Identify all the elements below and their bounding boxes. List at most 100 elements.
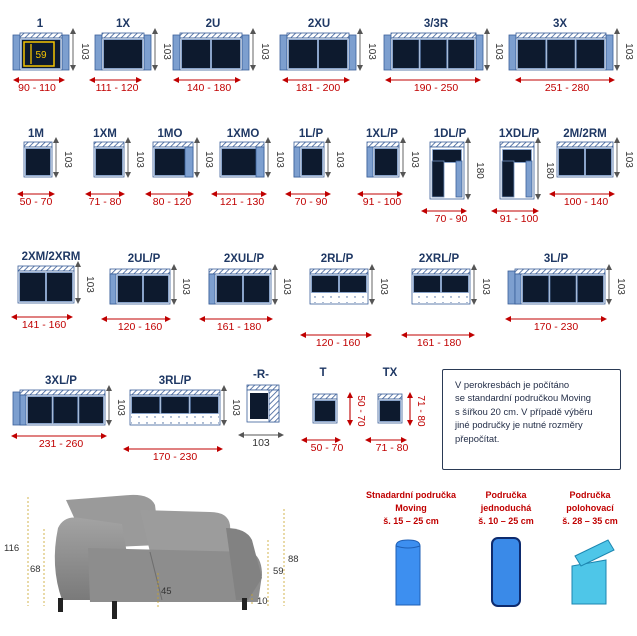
seat-cushion: [575, 39, 605, 69]
dim-total-height: 116: [4, 543, 19, 554]
backrest-hatch: [286, 32, 350, 39]
seat-cushion: [576, 275, 604, 303]
height-label: 103: [409, 151, 420, 168]
seat-cushion: [419, 39, 448, 69]
backrest-hatch: [411, 268, 471, 275]
dim-leg: 10: [257, 596, 268, 607]
seat-cushion: [19, 272, 46, 302]
width-label: 141 - 160: [22, 319, 67, 331]
note-line: se standardní područkou Moving: [455, 392, 592, 404]
backrest-hatch: [19, 32, 63, 39]
seat-depth-label: 59: [35, 50, 47, 61]
seat-cushion: [374, 148, 398, 176]
seat-cushion: [46, 272, 73, 302]
backrest-hatch: [19, 389, 106, 396]
module--r-: -R-103: [238, 369, 284, 449]
backrest-hatch: [293, 141, 325, 148]
backrest-hatch: [377, 393, 403, 400]
backrest-hatch: [109, 268, 171, 275]
seat-cushion: [78, 396, 104, 424]
height-label: 103: [79, 43, 90, 60]
module-label: 1M: [28, 128, 44, 140]
height-label: 103: [493, 43, 504, 60]
backrest-hatch: [556, 141, 614, 148]
module-label: 3X: [553, 18, 567, 30]
module-label: TX: [383, 367, 398, 379]
height-label: 103: [161, 43, 172, 60]
seat-cushion: [25, 148, 51, 176]
height-label: 103: [334, 151, 345, 168]
module-label: 2XM/2XRM: [22, 251, 81, 263]
dotted-extension: [131, 414, 219, 424]
armrest-flap: [574, 539, 615, 567]
dotted-extension: [311, 293, 367, 303]
dim-depth-seat: 59: [273, 566, 284, 577]
armrest-block: [172, 34, 181, 71]
seat-cushion: [301, 148, 323, 176]
height-label: 50 - 70: [355, 395, 366, 427]
seat-cushion: [339, 275, 367, 293]
width-label: 70 - 90: [295, 196, 328, 208]
seat-cushion: [131, 396, 161, 414]
module-label: T: [319, 367, 326, 379]
width-label: 90 - 110: [18, 82, 56, 94]
seat-cushion: [432, 149, 462, 163]
backrest-hatch: [309, 268, 369, 275]
note-line: jiné područky je nutné rozměry: [455, 419, 583, 431]
height-label: 103: [615, 278, 626, 295]
side-panel: [293, 146, 301, 178]
leg-front: [112, 601, 117, 619]
leg-right: [242, 598, 247, 610]
armrest-width: š. 15 – 25 cm: [383, 516, 439, 526]
side-panel: [19, 394, 27, 426]
height-label: 103: [230, 399, 241, 416]
armrest-block: [12, 391, 21, 426]
module-label: 3L/P: [544, 253, 569, 265]
height-label: 103: [203, 151, 214, 168]
side-panel: [184, 146, 194, 178]
seat-depth-box: [23, 41, 55, 67]
module-label: 3/3R: [424, 18, 449, 30]
width-label: 140 - 180: [187, 82, 232, 94]
side-panel: [109, 273, 117, 305]
width-label: 91 - 100: [363, 196, 402, 208]
seat-cushion: [181, 39, 211, 69]
seat-cushion: [216, 275, 243, 303]
backrest-hatch: [499, 141, 535, 148]
seat-seam: [149, 551, 163, 601]
chaise-side: [455, 160, 463, 198]
width-label: 161 - 180: [417, 337, 462, 349]
seat-cushion: [413, 275, 441, 293]
width-label: 50 - 70: [20, 196, 53, 208]
armrest-title: Područka: [569, 490, 611, 500]
backrest-hatch: [515, 32, 607, 39]
armrest-block: [241, 34, 250, 71]
side-panel: [366, 146, 374, 178]
armrest-body: [395, 539, 421, 606]
module-label: 2XRL/P: [419, 253, 460, 265]
module-label: 1L/P: [299, 128, 324, 140]
backrest-hatch: [101, 32, 145, 39]
armrest-block: [383, 34, 392, 71]
side-panel: [514, 273, 522, 305]
armrest-adjustable-icon: [571, 539, 615, 605]
seat-cushion: [392, 39, 420, 69]
armrest-top: [395, 545, 421, 549]
armrest-block: [61, 34, 70, 71]
seat-cushion: [314, 400, 336, 422]
backrest-hatch: [129, 389, 221, 396]
